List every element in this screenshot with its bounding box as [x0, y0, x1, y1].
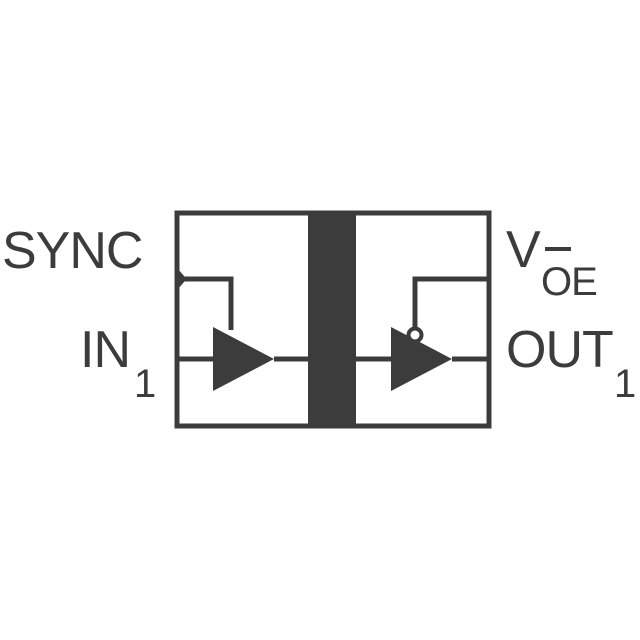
in-pin-text: IN — [80, 321, 131, 379]
voe-pin-subscript-text: OE — [541, 260, 598, 304]
output-buffer-triangle — [391, 327, 452, 391]
out-pin-text: OUT — [506, 321, 614, 379]
sync-pin-notch — [175, 269, 187, 289]
sync-pin-text: SYNC — [2, 222, 143, 280]
voe-pin-label: V — [506, 221, 541, 279]
voe-signal-line — [412, 276, 489, 329]
sync-pin-label: SYNC — [2, 222, 143, 280]
sync-signal-line — [177, 276, 234, 330]
out-pin-subscript-text: 1 — [614, 362, 636, 406]
in-pin-subscript: 1 — [134, 362, 156, 406]
enable-inversion-bubble — [406, 326, 424, 344]
out-pin-label: OUT — [506, 321, 614, 379]
input-buffer-triangle — [213, 327, 274, 391]
voe-pin-text: V — [506, 221, 541, 279]
in-pin-label: IN — [80, 321, 131, 379]
out-pin-subscript: 1 — [614, 362, 636, 406]
in-pin-subscript-text: 1 — [134, 362, 156, 406]
voe-pin-subscript: OE — [541, 260, 598, 304]
isolation-barrier — [308, 211, 356, 428]
voe-overbar — [545, 247, 571, 251]
